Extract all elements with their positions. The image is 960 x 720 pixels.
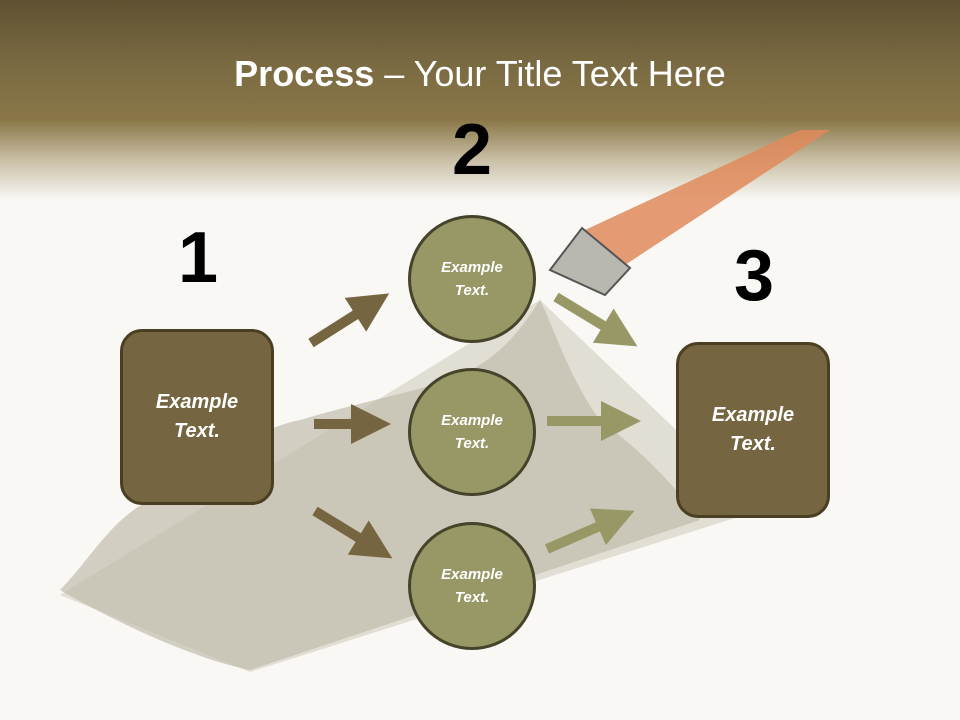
title-rest: – Your Title Text Here <box>374 53 726 94</box>
trowel-blade <box>60 300 760 672</box>
step-number-3: 3 <box>733 236 775 316</box>
circle-top[interactable]: Example Text. <box>408 215 536 343</box>
circle-middle[interactable]: Example Text. <box>408 368 536 496</box>
header-band <box>0 0 960 200</box>
slide-title: Process – Your Title Text Here <box>0 52 960 96</box>
title-bold: Process <box>234 53 375 94</box>
target-box[interactable]: Example Text. <box>676 342 830 518</box>
circle-bottom[interactable]: Example Text. <box>408 522 536 650</box>
step-number-1: 1 <box>177 218 219 298</box>
trowel-ferrule <box>548 226 632 297</box>
source-box[interactable]: Example Text. <box>120 329 274 505</box>
trowel-handle <box>585 130 830 265</box>
step-number-2: 2 <box>451 110 493 190</box>
soil-pile <box>60 300 700 670</box>
